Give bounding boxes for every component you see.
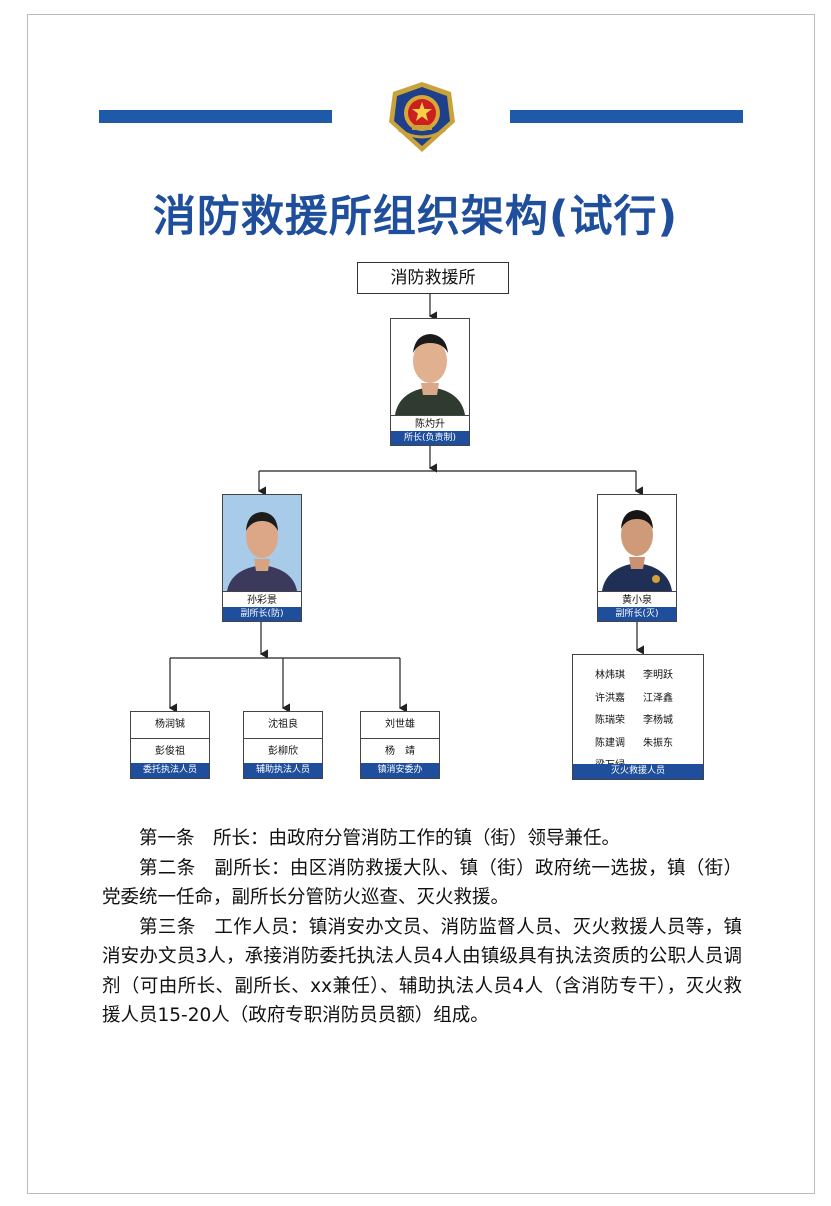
group-box-safety-office: 刘世雄 杨 靖 镇消安委办 — [360, 711, 440, 779]
article-3: 第三条 工作人员：镇消安办文员、消防监督人员、灭火救援人员等，镇消安办文员3人，… — [102, 916, 742, 1027]
group-label: 镇消安委办 — [361, 763, 439, 778]
group-member: 杨润铖 — [155, 719, 185, 730]
head-photo — [391, 319, 469, 415]
group-member: 沈祖良 — [268, 719, 298, 730]
page-frame — [27, 14, 815, 1194]
rescue-member: 陈建调 — [595, 737, 625, 749]
articles-section: 第一条 所长：由政府分管消防工作的镇（街）领导兼任。 第二条 副所长：由区消防救… — [102, 824, 742, 1031]
group-label: 委托执法人员 — [131, 763, 209, 778]
rescue-member: 林炜琪 — [595, 670, 625, 681]
deputy-left-photo — [223, 495, 301, 591]
page-title: 消防救援所组织架构(试行) — [152, 192, 679, 242]
head-card: 陈灼升 所长(负责制) — [390, 318, 470, 446]
group-label: 辅助执法人员 — [244, 763, 322, 778]
group-member: 刘世雄 — [385, 719, 415, 730]
org-root-box: 消防救援所 — [357, 262, 509, 294]
deputy-right-role: 副所长(灭) — [598, 607, 676, 621]
rescue-member: 李杨城 — [643, 715, 673, 726]
rescue-member: 许洪嘉 — [595, 692, 625, 704]
org-chart-connectors — [168, 294, 645, 713]
deputy-left-name: 孙彩景 — [223, 591, 301, 609]
article-2: 第二条 副所长：由区消防救援大队、镇（街）政府统一选拔，镇（街）党委统一任命，副… — [102, 857, 742, 909]
header-bar-right — [510, 110, 743, 123]
group-member: 杨 靖 — [361, 738, 439, 764]
fire-rescue-emblem-icon — [389, 82, 455, 152]
rescue-member: 朱振东 — [643, 737, 673, 749]
deputy-right-name: 黄小泉 — [598, 591, 676, 609]
head-name: 陈灼升 — [391, 415, 469, 433]
rescue-team-label: 灭火救援人员 — [573, 764, 703, 779]
group-box-entrusted: 杨润铖 彭俊祖 委托执法人员 — [130, 711, 210, 779]
group-member: 彭柳欣 — [244, 738, 322, 764]
deputy-right-card: 黄小泉 副所长(灭) — [597, 494, 677, 622]
group-member: 彭俊祖 — [131, 738, 209, 764]
group-box-assist: 沈祖良 彭柳欣 辅助执法人员 — [243, 711, 323, 779]
deputy-left-card: 孙彩景 副所长(防) — [222, 494, 302, 622]
rescue-member: 李明跃 — [643, 670, 673, 681]
head-role: 所长(负责制) — [391, 431, 469, 445]
rescue-member: 江泽鑫 — [643, 692, 673, 704]
rescue-member: 陈瑞荣 — [595, 715, 625, 726]
header-bar-left — [99, 110, 332, 123]
deputy-left-role: 副所长(防) — [223, 607, 301, 621]
deputy-right-photo — [598, 495, 676, 591]
article-1: 第一条 所长：由政府分管消防工作的镇（街）领导兼任。 — [139, 828, 621, 849]
